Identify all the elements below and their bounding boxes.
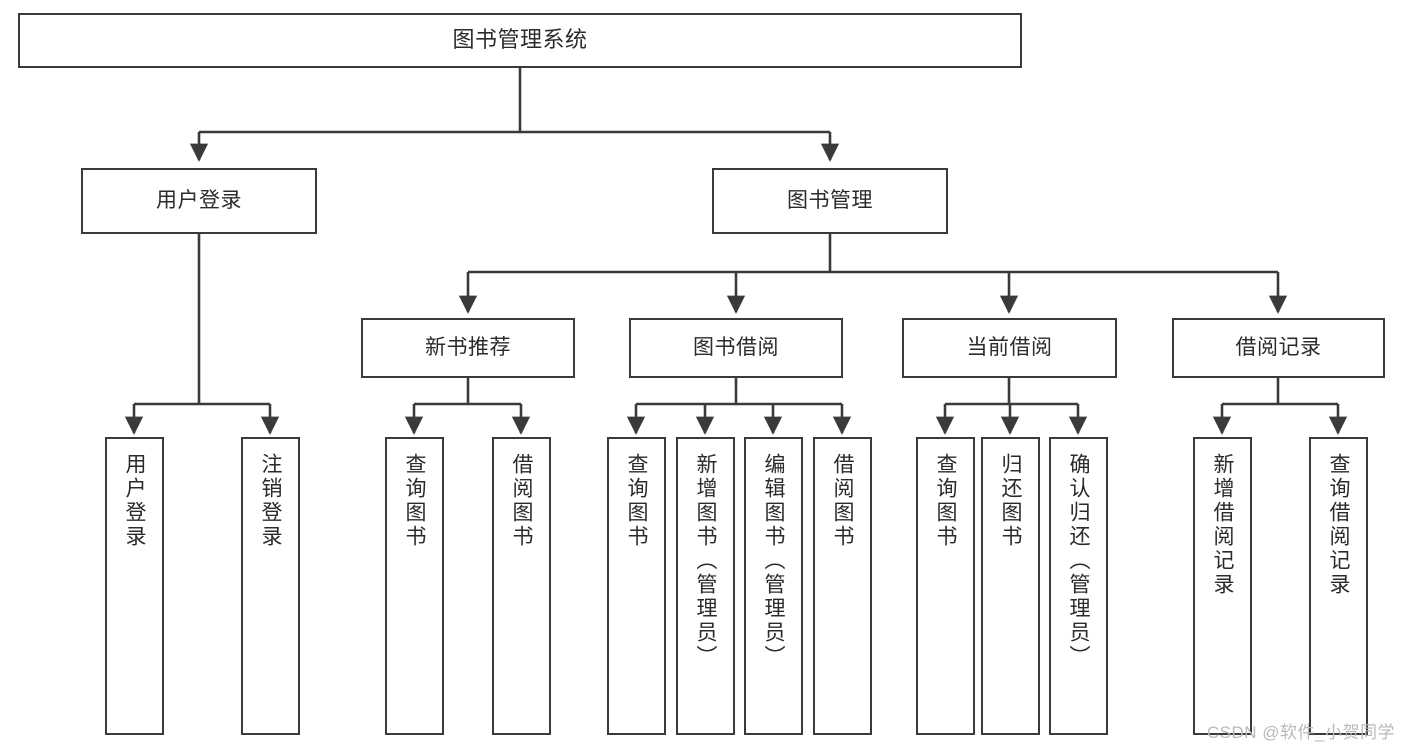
node-label: 归还图书 [999,453,1022,549]
node-label: 注销登录 [259,453,282,549]
node-label: 图书借阅 [693,335,779,359]
node-label: 当前借阅 [966,335,1053,359]
leaf-book-borrow-borrow[interactable]: 借阅图书 [813,437,872,735]
node-book-borrow[interactable]: 图书借阅 [629,318,843,378]
node-label: 借阅记录 [1235,335,1322,359]
leaf-new-book-query[interactable]: 查询图书 [385,437,444,735]
leaf-new-book-borrow[interactable]: 借阅图书 [492,437,551,735]
node-book-management[interactable]: 图书管理 [712,168,948,234]
node-label: 用户登录 [123,453,146,549]
leaf-user-login-logout[interactable]: 注销登录 [241,437,300,735]
csdn-watermark: CSDN @软件_小贺同学 [1206,723,1395,742]
node-root-system[interactable]: 图书管理系统 [18,13,1022,68]
leaf-current-borrow-return[interactable]: 归还图书 [981,437,1040,735]
node-label: 查询图书 [934,453,957,549]
node-label: 查询借阅记录 [1327,453,1350,597]
node-label: 确认归还（管理员） [1067,453,1090,669]
node-user-login[interactable]: 用户登录 [81,168,317,234]
node-label: 新增图书（管理员） [694,453,717,669]
leaf-book-borrow-edit[interactable]: 编辑图书（管理员） [744,437,803,735]
node-label: 图书管理系统 [452,27,588,53]
node-current-borrow[interactable]: 当前借阅 [902,318,1117,378]
node-new-book-recommend[interactable]: 新书推荐 [361,318,575,378]
node-label: 图书管理 [787,188,873,212]
node-borrow-record[interactable]: 借阅记录 [1172,318,1385,378]
node-label: 借阅图书 [510,453,533,549]
node-label: 查询图书 [403,453,426,549]
node-label: 用户登录 [156,188,242,212]
leaf-current-borrow-confirm-return[interactable]: 确认归还（管理员） [1049,437,1108,735]
leaf-borrow-record-add[interactable]: 新增借阅记录 [1193,437,1252,735]
leaf-book-borrow-add[interactable]: 新增图书（管理员） [676,437,735,735]
node-label: 借阅图书 [831,453,854,549]
leaf-current-borrow-query[interactable]: 查询图书 [916,437,975,735]
leaf-book-borrow-query[interactable]: 查询图书 [607,437,666,735]
node-label: 新增借阅记录 [1211,453,1234,597]
node-label: 查询图书 [625,453,648,549]
node-label: 新书推荐 [425,335,511,359]
leaf-borrow-record-query[interactable]: 查询借阅记录 [1309,437,1368,735]
leaf-user-login-login[interactable]: 用户登录 [105,437,164,735]
node-label: 编辑图书（管理员） [762,453,785,669]
